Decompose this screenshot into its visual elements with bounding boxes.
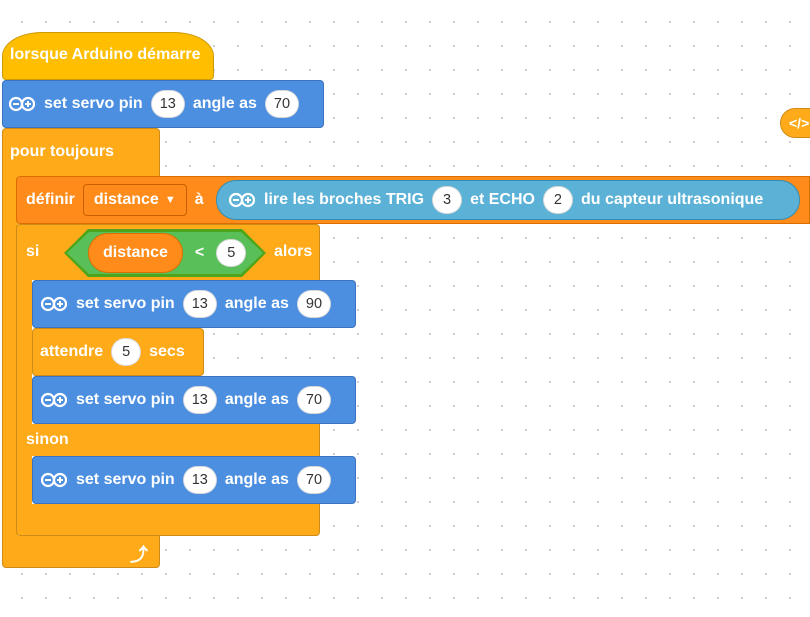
wait-seconds-input[interactable]: 5 <box>111 338 142 366</box>
servo-pin-input[interactable]: 13 <box>182 386 217 414</box>
ultrasonic-sensor-reporter[interactable] <box>216 180 800 220</box>
servo-label: set servo pin <box>76 471 175 488</box>
arduino-extension-icon <box>228 192 256 208</box>
code-tab-label: </> <box>789 115 810 131</box>
echo-pin-input[interactable]: 2 <box>542 186 573 214</box>
angle-label: angle as <box>192 95 257 112</box>
set-label: définir <box>26 191 75 208</box>
forever-label: pour toujours <box>10 143 114 160</box>
servo-label: set servo pin <box>44 95 143 112</box>
arduino-extension-icon <box>40 392 68 408</box>
arduino-extension-icon <box>40 296 68 312</box>
when-arduino-starts-block[interactable] <box>2 32 214 80</box>
distance-variable-reporter[interactable]: distance <box>88 233 183 273</box>
trig-label: lire les broches TRIG <box>264 191 425 208</box>
servo-angle-input[interactable]: 90 <box>296 290 332 318</box>
servo-pin-input[interactable]: 13 <box>150 90 185 118</box>
angle-label: angle as <box>224 391 289 408</box>
forever-block[interactable] <box>2 128 160 176</box>
servo-angle-input[interactable]: 70 <box>264 90 300 118</box>
else-label: sinon <box>26 431 69 448</box>
to-label: à <box>194 191 204 208</box>
echo-label: et ECHO <box>470 191 535 208</box>
variable-dropdown[interactable]: distance ▼ <box>82 184 187 216</box>
code-view-toggle[interactable]: </> <box>780 108 810 138</box>
arduino-extension-icon <box>8 96 36 112</box>
trig-pin-input[interactable]: 3 <box>432 186 463 214</box>
angle-label: angle as <box>224 471 289 488</box>
variable-name: distance <box>93 191 159 208</box>
servo-angle-input[interactable]: 70 <box>296 466 332 494</box>
then-label: alors <box>274 243 313 260</box>
if-else-arm <box>16 279 32 507</box>
servo-label: set servo pin <box>76 295 175 312</box>
seconds-label: secs <box>149 343 185 360</box>
arduino-extension-icon <box>40 472 68 488</box>
if-else-bottom <box>16 504 320 536</box>
wait-label: attendre <box>40 343 104 360</box>
else-section <box>16 424 320 456</box>
operator-symbol: < <box>194 244 205 261</box>
hat-label: lorsque Arduino démarre <box>10 46 201 63</box>
compare-value-input[interactable]: 5 <box>216 239 247 267</box>
sensor-label: du capteur ultrasonique <box>580 191 764 208</box>
dropdown-arrow-icon: ▼ <box>164 194 176 206</box>
if-label: si <box>26 243 40 260</box>
servo-pin-input[interactable]: 13 <box>182 466 217 494</box>
angle-label: angle as <box>224 295 289 312</box>
servo-pin-input[interactable]: 13 <box>182 290 217 318</box>
forever-block-arm <box>2 175 18 537</box>
forever-block-bottom <box>2 536 160 568</box>
loop-arrow-icon: ⤴ <box>130 545 148 565</box>
servo-angle-input[interactable]: 70 <box>296 386 332 414</box>
servo-label: set servo pin <box>76 391 175 408</box>
